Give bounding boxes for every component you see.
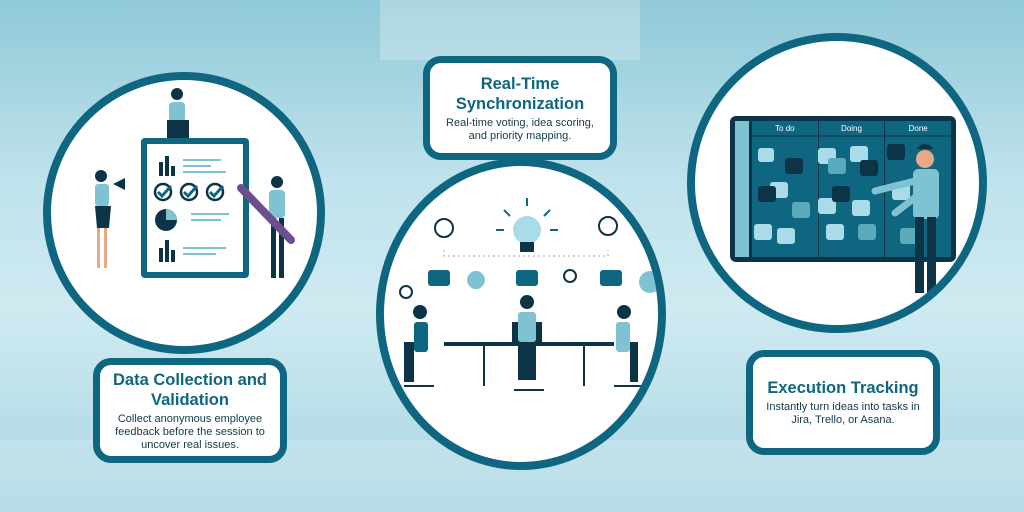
data-collection-card: Data Collection and Validation Collect a… — [93, 358, 287, 463]
card-description: Instantly turn ideas into tasks in Jira,… — [766, 401, 920, 426]
real-time-sync-card: Real-Time Synchronization Real-time voti… — [423, 56, 617, 160]
kanban-column-todo: To do — [752, 121, 819, 257]
card-title: Execution Tracking — [767, 379, 919, 397]
card-description: Collect anonymous employee feedback befo… — [115, 412, 265, 451]
card-description: Real-time voting, idea scoring, and prio… — [446, 116, 594, 142]
card-title: Data Collection and Validation — [112, 370, 268, 409]
data-collection-illustration — [43, 72, 325, 354]
execution-tracking-illustration: To do Doing Done — [687, 33, 987, 333]
execution-tracking-card: Execution Tracking Instantly turn ideas … — [746, 350, 940, 455]
real-time-sync-illustration — [376, 158, 666, 470]
kanban-column-done: Done — [908, 124, 928, 133]
background-window — [380, 0, 640, 60]
card-title: Real-Time Synchronization — [455, 74, 585, 113]
